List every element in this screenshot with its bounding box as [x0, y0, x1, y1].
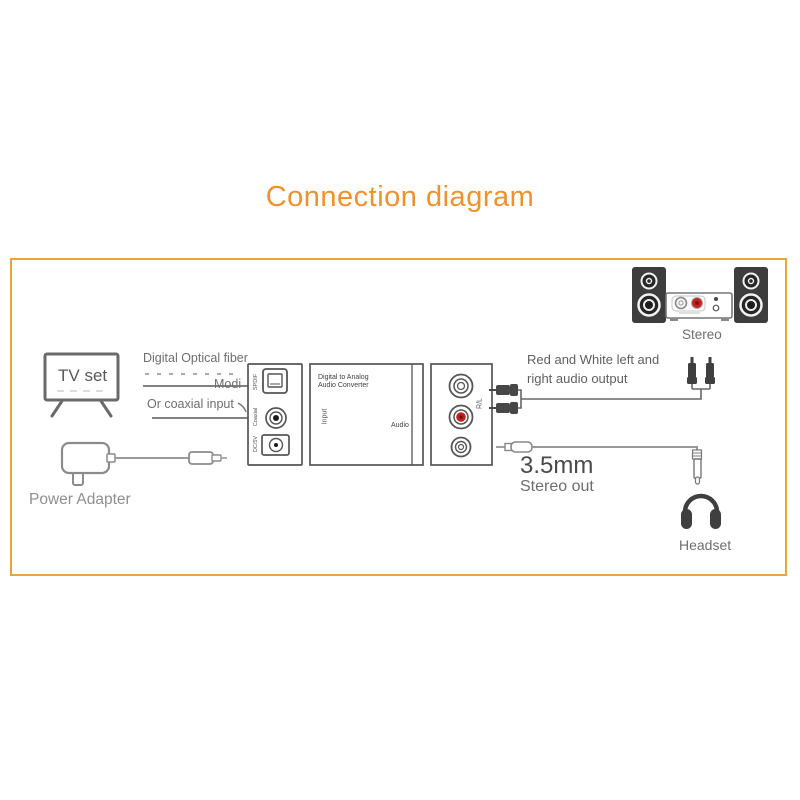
rca-cable [489, 357, 715, 414]
aux-cable [496, 441, 703, 485]
audio-side-label: Audio [391, 422, 409, 429]
stereo-system-icon [632, 267, 768, 323]
rca-jack-white-top [448, 373, 474, 399]
rca-jack-white-bottom [450, 436, 472, 458]
power-adapter-label: Power Adapter [29, 491, 131, 508]
dc-port-icon [261, 434, 290, 456]
converter-name-label: Digital to Analog Audio Converter [318, 374, 369, 389]
converter-name-line2: Audio Converter [318, 381, 369, 389]
input-side-label: Input [321, 408, 329, 425]
mode-label: Modi [214, 377, 242, 391]
power-adapter-icon [60, 441, 227, 486]
amplifier-icon [665, 292, 733, 321]
jack-size-label: 3.5mm [520, 452, 594, 479]
optical-port-icon [262, 368, 288, 394]
headphone-plug-icon [691, 449, 703, 485]
rca-output-note: Red and White left and right audio outpu… [527, 350, 659, 388]
optical-fiber-label: Digital Optical fiber [143, 351, 248, 365]
rca-jack-red [448, 404, 474, 430]
converter-name-line1: Digital to Analog [318, 374, 369, 381]
aux-plug-icon [496, 441, 533, 453]
page-title: Connection diagram [265, 181, 535, 213]
input-cables [143, 373, 248, 419]
headset-label: Headset [679, 537, 732, 553]
rca-output-note-line2: right audio output [527, 371, 628, 386]
headset-icon [681, 493, 721, 529]
stereo-label: Stereo [682, 327, 722, 342]
dc-port-label: DC/5V [253, 435, 259, 453]
converter-port-panel [247, 363, 303, 466]
coaxial-input-label: Or coaxial input [147, 397, 234, 411]
rca-output-note-line1: Red and White left and [527, 352, 660, 367]
speaker-right-icon [734, 267, 768, 323]
converter-rca-panel [430, 363, 493, 466]
spdif-port-label: SPDIF [253, 373, 259, 391]
stereo-out-label: Stereo out [520, 478, 594, 495]
tv-label: TV set [58, 366, 108, 385]
rca-plugs-to-stereo-icon [687, 357, 715, 384]
rca-plugs-icon [489, 384, 518, 414]
rl-label: R/L [476, 398, 484, 409]
converter-body [309, 363, 424, 466]
tv-icon [43, 352, 120, 418]
coaxial-port-icon [265, 407, 287, 429]
speaker-left-icon [632, 267, 666, 323]
